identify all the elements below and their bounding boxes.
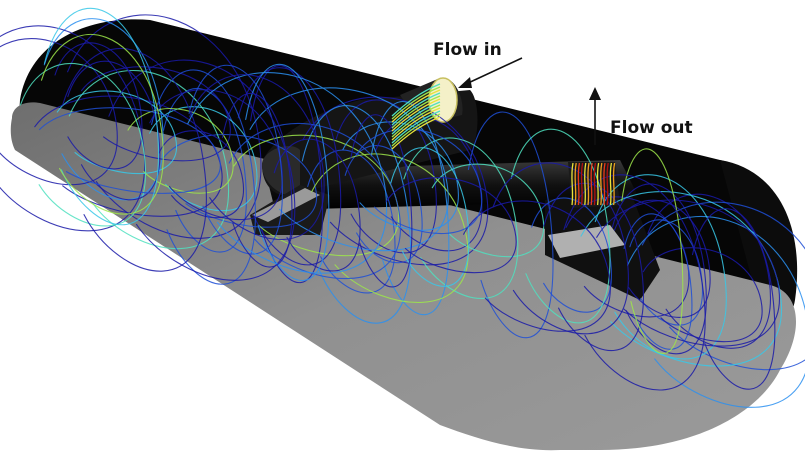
outlet-streamline bbox=[609, 162, 613, 206]
streamline bbox=[627, 216, 805, 408]
streamline bbox=[510, 128, 611, 324]
streamline bbox=[188, 64, 283, 255]
streamline bbox=[40, 33, 164, 215]
streamline bbox=[613, 199, 711, 318]
streamline bbox=[403, 137, 519, 299]
outlet-streamline bbox=[600, 162, 603, 206]
inlet-streamline bbox=[391, 101, 441, 135]
outlet-box-top bbox=[548, 225, 625, 258]
streamline bbox=[344, 145, 423, 264]
streamline bbox=[67, 60, 161, 201]
streamline bbox=[531, 197, 612, 313]
inlet-streamline bbox=[391, 95, 441, 129]
streamline bbox=[642, 247, 763, 343]
streamline bbox=[62, 48, 207, 272]
outlet-streamlines bbox=[571, 162, 616, 206]
inlet-streamline bbox=[391, 98, 441, 132]
streamline bbox=[151, 69, 256, 285]
streamline bbox=[543, 183, 645, 352]
streamline bbox=[43, 7, 160, 226]
outlet-streamline bbox=[596, 162, 600, 206]
streamline bbox=[237, 67, 342, 266]
streamline bbox=[647, 193, 772, 349]
inlet-streamline bbox=[391, 86, 441, 120]
streamlines bbox=[0, 7, 805, 408]
inlet-streamlines bbox=[391, 83, 441, 150]
inlet-nozzle-opening bbox=[428, 77, 458, 123]
flow-in-arrow bbox=[458, 57, 523, 88]
outlet-streamline bbox=[593, 162, 597, 206]
inlet-streamline bbox=[391, 107, 441, 141]
outlet-streamline bbox=[571, 162, 574, 206]
streamline bbox=[641, 201, 805, 371]
streamline bbox=[611, 183, 707, 355]
inlet-baffle-top bbox=[252, 188, 320, 222]
streamline bbox=[0, 38, 118, 186]
streamline bbox=[0, 25, 146, 232]
streamline bbox=[492, 162, 629, 335]
outlet-streamline bbox=[606, 162, 609, 206]
streamline bbox=[623, 213, 693, 350]
streamline bbox=[335, 99, 437, 254]
streamline bbox=[68, 69, 230, 250]
inlet-streamline bbox=[391, 116, 441, 150]
streamline bbox=[38, 107, 221, 194]
inlet-streamline bbox=[391, 89, 441, 123]
outlet-streamline bbox=[580, 162, 584, 206]
streamline bbox=[563, 174, 706, 391]
streamline bbox=[580, 191, 783, 367]
streamline bbox=[249, 87, 449, 252]
streamline bbox=[189, 74, 325, 241]
streamline bbox=[158, 130, 245, 219]
outlet-streamline bbox=[584, 162, 587, 206]
inlet-streamline bbox=[391, 104, 441, 138]
outlet-streamline bbox=[612, 162, 616, 206]
streamline bbox=[621, 148, 684, 354]
streamline bbox=[596, 199, 780, 347]
outlet-streamline bbox=[574, 162, 577, 206]
streamline bbox=[221, 92, 293, 268]
flow-out-arrow bbox=[589, 87, 601, 145]
outlet-streamline bbox=[587, 162, 590, 206]
streamline bbox=[54, 42, 143, 170]
streamline bbox=[67, 14, 262, 239]
inlet-streamline bbox=[391, 110, 441, 144]
streamline bbox=[56, 90, 178, 175]
inlet-streamline bbox=[391, 113, 441, 147]
streamline bbox=[463, 200, 611, 332]
outlet-streamline bbox=[577, 162, 581, 206]
inlet-streamline bbox=[391, 83, 441, 117]
outlet-streamline bbox=[603, 162, 606, 206]
streamline bbox=[350, 114, 413, 288]
streamline bbox=[307, 149, 396, 294]
streamline bbox=[149, 106, 258, 212]
streamline bbox=[467, 111, 554, 339]
streamline bbox=[43, 18, 164, 201]
streamline bbox=[390, 147, 470, 287]
outlet-streamline bbox=[590, 162, 593, 206]
streamline bbox=[342, 121, 459, 231]
flow-in-label: Flow in bbox=[433, 40, 502, 60]
inlet-streamline bbox=[391, 92, 441, 126]
tank-floor bbox=[10, 102, 797, 451]
flow-out-label: Flow out bbox=[610, 118, 693, 138]
streamline bbox=[108, 59, 296, 281]
streamline bbox=[19, 63, 147, 227]
streamline bbox=[431, 163, 545, 258]
streamline bbox=[245, 63, 330, 282]
streamline bbox=[273, 138, 361, 272]
streamline bbox=[691, 208, 776, 390]
streamline bbox=[385, 177, 517, 274]
streamline bbox=[311, 153, 469, 303]
